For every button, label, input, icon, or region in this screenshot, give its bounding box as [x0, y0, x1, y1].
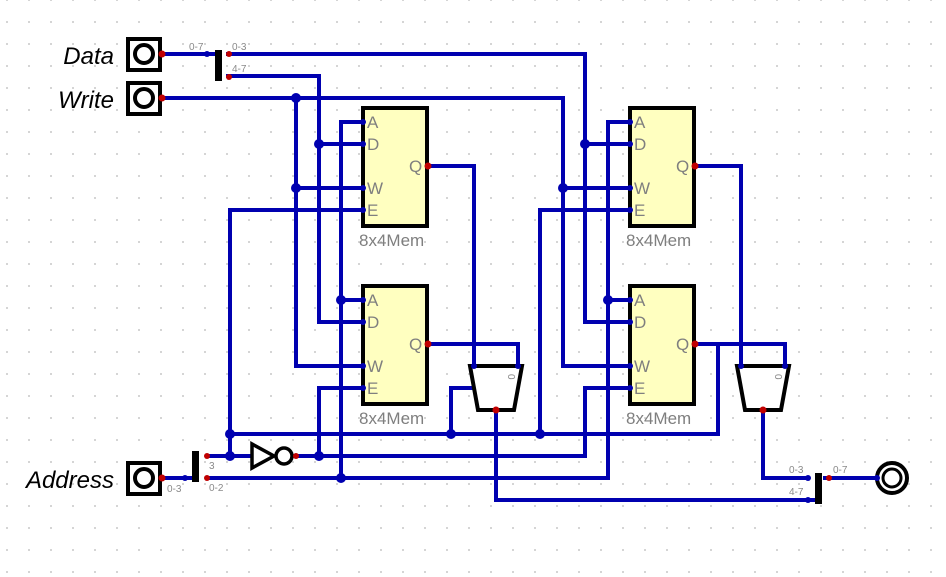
memory-block: AD WE Q 8x4Mem	[359, 284, 432, 428]
pin-label-a: A	[367, 291, 379, 310]
pin-label-d: D	[634, 313, 646, 332]
memory-block: AD WE Q 8x4Mem	[359, 106, 432, 250]
wire-q1	[428, 164, 476, 368]
wire-mux2-out	[761, 408, 810, 480]
address-splitter: 0-3 3 0-2	[167, 451, 224, 495]
wires	[160, 52, 879, 502]
junctions	[225, 93, 613, 483]
pin-label-e: E	[367, 201, 378, 220]
pin-label-e: E	[634, 201, 645, 220]
svg-text:0-7: 0-7	[833, 465, 848, 476]
svg-text:3: 3	[209, 461, 215, 472]
svg-text:0-3: 0-3	[232, 42, 247, 53]
memory-name: 8x4Mem	[359, 409, 424, 428]
data-input-pin[interactable]: Data	[63, 37, 166, 72]
pin-label-d: D	[367, 313, 379, 332]
pin-label-d: D	[367, 135, 379, 154]
pin-label-e: E	[634, 379, 645, 398]
mux-2: 0	[734, 363, 792, 414]
mux-1: 0	[467, 363, 525, 414]
write-label: Write	[58, 87, 114, 114]
pin-label-a: A	[634, 113, 646, 132]
wire-mux1-out	[494, 408, 817, 502]
wire-write	[160, 96, 632, 368]
wire-addr-left	[339, 120, 365, 480]
data-splitter: 0-7 0-3 4-7	[189, 42, 247, 81]
not-gate	[250, 441, 299, 471]
pin-label-a: A	[367, 113, 379, 132]
address-label: Address	[24, 467, 114, 494]
wire-e-top-left	[228, 208, 365, 458]
pin-label-q: Q	[676, 157, 689, 176]
wire-q4	[695, 342, 787, 368]
data-label: Data	[63, 43, 114, 70]
svg-text:0-3: 0-3	[789, 465, 804, 476]
pin-label-q: Q	[409, 157, 422, 176]
output-pin[interactable]	[874, 461, 909, 495]
svg-text:0-2: 0-2	[209, 483, 224, 494]
svg-text:0-3: 0-3	[167, 484, 182, 495]
pin-label-q: Q	[409, 335, 422, 354]
wire-e-bot-left	[317, 386, 365, 458]
output-merger: 0-3 4-7 0-7	[789, 465, 848, 504]
pin-label-w: W	[367, 179, 383, 198]
pin-label-w: W	[367, 357, 383, 376]
memory-name: 8x4Mem	[359, 231, 424, 250]
memory-name: 8x4Mem	[626, 409, 691, 428]
pin-label-w: W	[634, 357, 650, 376]
wire-addr-right	[606, 120, 632, 302]
wire-q2	[428, 342, 520, 368]
svg-text:4-7: 4-7	[789, 487, 804, 498]
memory-block: AD WE Q 8x4Mem	[626, 106, 699, 250]
svg-text:4-7: 4-7	[232, 64, 247, 75]
write-input-pin[interactable]: Write	[58, 81, 166, 116]
memory-block: AD WE Q 8x4Mem	[626, 284, 699, 428]
wire-mux1-sel	[449, 386, 476, 436]
svg-text:0: 0	[505, 374, 516, 380]
address-input-pin[interactable]: Address	[24, 461, 166, 496]
wire-inv-out	[294, 386, 632, 458]
wire-q3	[695, 164, 743, 368]
pin-label-q: Q	[676, 335, 689, 354]
wire-e-top-right	[538, 208, 632, 436]
pin-label-w: W	[634, 179, 650, 198]
svg-text:0: 0	[772, 374, 783, 380]
pin-label-d: D	[634, 135, 646, 154]
pin-label-a: A	[634, 291, 646, 310]
memory-name: 8x4Mem	[626, 231, 691, 250]
pin-label-e: E	[367, 379, 378, 398]
svg-text:0-7: 0-7	[189, 42, 204, 53]
